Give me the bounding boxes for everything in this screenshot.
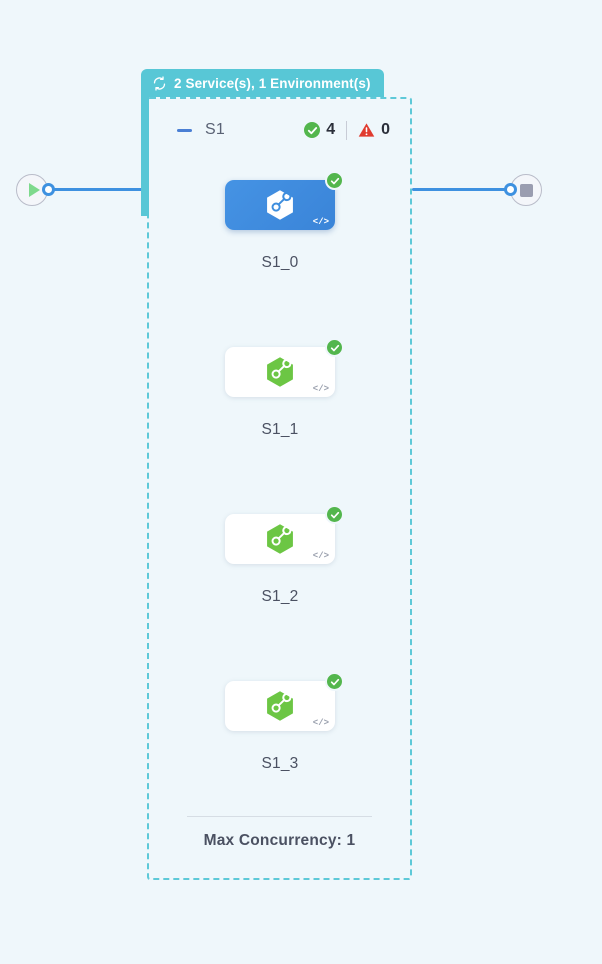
code-icon[interactable]: </> [312,718,329,728]
edge-handle-end[interactable] [504,183,517,196]
collapse-toggle-button[interactable] [175,121,193,139]
task-node-label: S1_1 [261,421,299,438]
refresh-loop-icon [152,75,167,91]
group-header-tab[interactable]: 2 Service(s), 1 Environment(s) [141,69,384,97]
task-node[interactable]: </> [225,171,344,230]
play-icon [28,183,40,197]
service-status-counts: 4 0 [304,119,390,141]
group-tab-label: 2 Service(s), 1 Environment(s) [174,75,371,91]
check-circle-icon [325,505,344,524]
task-node-label: S1_2 [261,588,299,605]
service-hexagon-icon [263,522,297,556]
code-icon[interactable]: </> [312,384,329,394]
max-concurrency-label: Max Concurrency: 1 [203,832,356,849]
group-accent-bar [141,96,149,216]
task-node[interactable]: </> [225,672,344,731]
task-node-label: S1_0 [261,254,299,271]
ok-count-group[interactable]: 4 [304,121,335,139]
group-footer-divider [187,816,372,817]
check-circle-icon [325,338,344,357]
service-name-label: S1 [205,121,225,138]
status-divider [346,120,348,140]
warn-count-value: 0 [381,121,390,138]
check-circle-icon [325,171,344,190]
edge-start-to-group [48,188,148,191]
service-hexagon-icon [263,188,297,222]
service-hexagon-icon [263,689,297,723]
ok-count-value: 4 [326,121,336,138]
minus-icon [176,128,192,132]
task-node[interactable]: </> [225,505,344,564]
warn-count-group[interactable]: 0 [358,121,390,139]
check-circle-icon [304,122,321,138]
task-node[interactable]: </> [225,338,344,397]
edge-handle-start[interactable] [42,183,55,196]
stop-icon [519,183,533,197]
service-hexagon-icon [263,355,297,389]
service-header-row: S1 4 0 [175,118,390,142]
edge-group-to-end [412,188,512,191]
environment-group-container[interactable] [147,97,412,880]
code-icon[interactable]: </> [312,217,329,227]
code-icon[interactable]: </> [312,551,329,561]
warning-triangle-icon [358,122,375,138]
task-node-label: S1_3 [261,755,299,772]
check-circle-icon [325,672,344,691]
